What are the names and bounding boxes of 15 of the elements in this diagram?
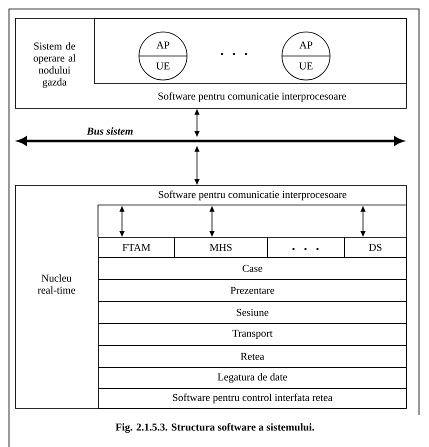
layer-box: Prezentare [98, 279, 407, 302]
layer-box: Software pentru control interfata retea [98, 388, 407, 409]
layer-box: MHS [174, 237, 268, 258]
layer-box [267, 237, 345, 258]
layer-box: Retea [98, 345, 407, 368]
layer-label: Software pentru comunicatie interprocesoare [158, 190, 346, 200]
layer-box: FTAM [98, 237, 175, 258]
layer-box: Transport [98, 323, 407, 346]
layer-box: Case [98, 257, 407, 280]
layer-box: Sesiune [98, 301, 407, 324]
layer-box: DS [344, 237, 407, 258]
system-bus: Bus sistem [18, 126, 404, 146]
node-label: Bus sistem [86, 127, 133, 135]
layer-box: Legatura de date [98, 367, 407, 389]
caption: Fig. 2.1.5.3. Structura software a sistemului. [116, 423, 314, 433]
